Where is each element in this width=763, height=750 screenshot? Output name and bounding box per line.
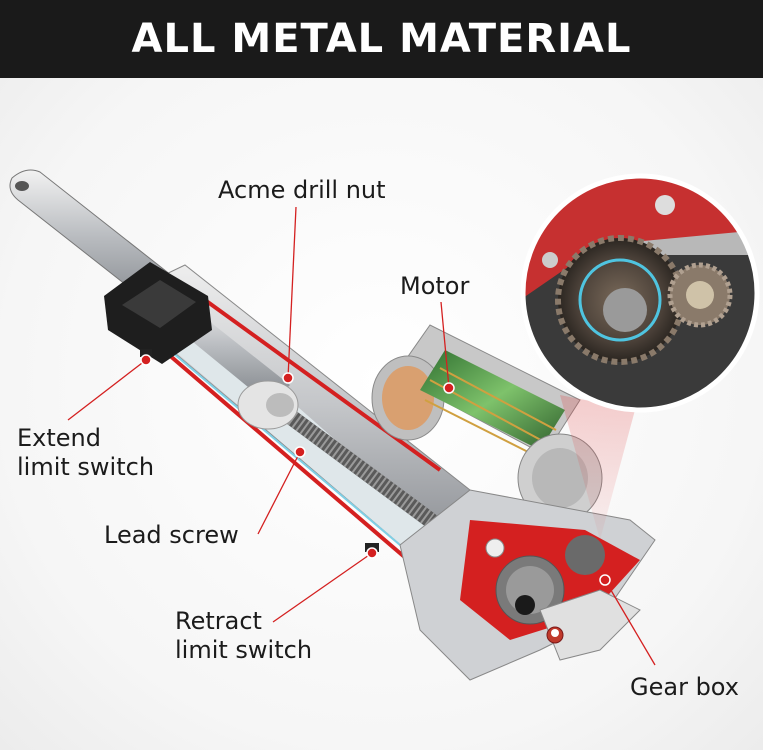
- extend-switch: [140, 349, 152, 357]
- actuator-tube: [104, 262, 471, 562]
- label-extend-line1: Extend: [17, 424, 101, 452]
- callout-lines: [67, 206, 656, 666]
- label-acme-drill-nut: Acme drill nut: [218, 176, 386, 204]
- label-retract-limit-switch: Retract limit switch: [175, 607, 312, 665]
- motor-assembly: [371, 324, 603, 523]
- label-extend-line2: limit switch: [17, 453, 155, 481]
- header-banner: ALL METAL MATERIAL: [0, 0, 763, 78]
- zoom-cone: [560, 395, 635, 540]
- label-gear-box: Gear box: [630, 673, 739, 701]
- gear-box: [399, 489, 656, 681]
- label-retract-line1: Retract: [175, 607, 262, 635]
- zoom-ring: [520, 173, 760, 413]
- label-retract-line2: limit switch: [175, 636, 313, 664]
- motor-armature: [420, 350, 565, 450]
- label-lead-screw: Lead screw: [104, 521, 239, 549]
- rod-eye-hole: [15, 181, 29, 191]
- label-extend-limit-switch: Extend limit switch: [17, 424, 154, 482]
- callout-dots: [140, 354, 611, 586]
- label-motor: Motor: [400, 272, 470, 300]
- page-title: ALL METAL MATERIAL: [131, 16, 632, 62]
